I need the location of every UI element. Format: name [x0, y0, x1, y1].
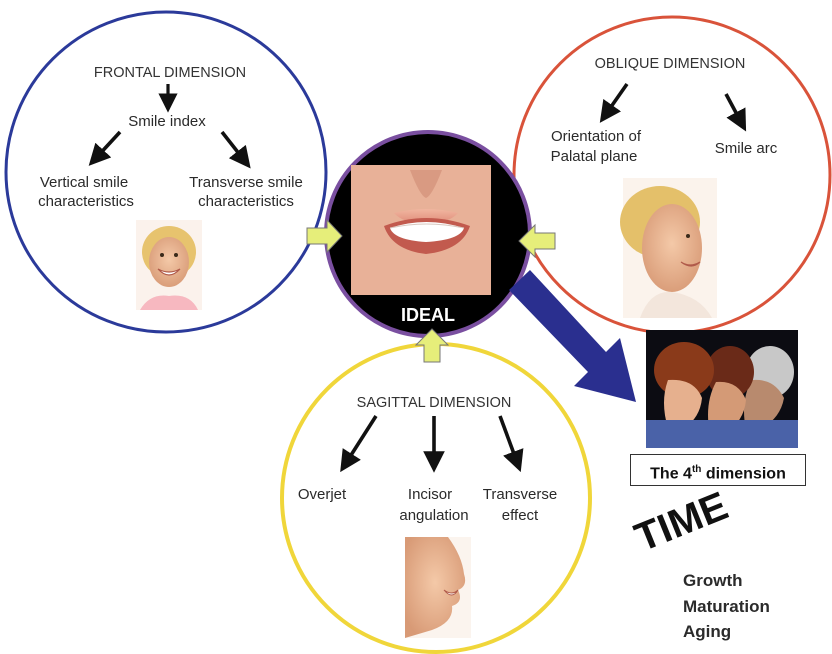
fourth-sup: th: [691, 464, 702, 475]
sagittal-dimension-title: SAGITTAL DIMENSION: [357, 395, 512, 411]
orientation-line2: Palatal plane: [551, 148, 638, 165]
incisor-line2: angulation: [399, 507, 468, 524]
smiling-face-profile-photo: [405, 537, 471, 638]
transverse-effect-line1: Transverse: [483, 486, 557, 503]
fourth-prefix: The 4: [650, 465, 692, 483]
transverse-effect-line2: effect: [502, 507, 539, 524]
life-stage-growth: Growth: [683, 571, 743, 590]
life-stage-aging: Aging: [683, 622, 732, 641]
three-generations-profile-photo: [646, 330, 798, 448]
connector-arrow-from-frontal: [306, 218, 343, 254]
connector-arrow-from-sagittal: [414, 328, 450, 363]
smiling-face-oblique-photo: [620, 178, 717, 318]
smile-arc-label: Smile arc: [715, 140, 778, 157]
oblique-dimension-title: OBLIQUE DIMENSION: [595, 56, 746, 72]
ideal-center: IDEAL: [324, 130, 532, 338]
frontal-dimension-ring: [4, 10, 328, 334]
orientation-line1: Orientation of: [551, 128, 642, 145]
connector-arrow-from-oblique: [518, 223, 556, 259]
frontal-arrow-left: [88, 130, 122, 166]
ideal-label: IDEAL: [401, 305, 455, 325]
frontal-dimension-title: FRONTAL DIMENSION: [94, 65, 246, 81]
fourth-suffix: dimension: [701, 465, 786, 483]
vertical-smile-line2: characteristics: [38, 193, 134, 210]
incisor-line1: Incisor: [408, 486, 452, 503]
overjet-label: Overjet: [298, 486, 347, 503]
transverse-smile-line2: characteristics: [198, 193, 294, 210]
big-arrow-to-fourth-dimension: [509, 270, 636, 402]
oblique-arrow-right: [724, 93, 747, 132]
vertical-smile-line1: Vertical smile: [40, 174, 128, 191]
transverse-smile-line1: Transverse smile: [189, 174, 303, 191]
life-stage-maturation: Maturation: [683, 597, 770, 616]
oblique-arrow-left: [599, 82, 629, 123]
smiling-face-frontal-photo: [136, 220, 202, 310]
frontal-arrow-right: [220, 130, 251, 169]
fourth-dimension-box: The 4th dimension: [630, 454, 806, 486]
time-word: TIME: [629, 484, 734, 561]
sagittal-arrow-left: [340, 415, 378, 473]
time-wordmark: TIME: [629, 484, 734, 561]
sagittal-arrow-right: [498, 415, 524, 473]
smile-index-label: Smile index: [128, 113, 206, 130]
